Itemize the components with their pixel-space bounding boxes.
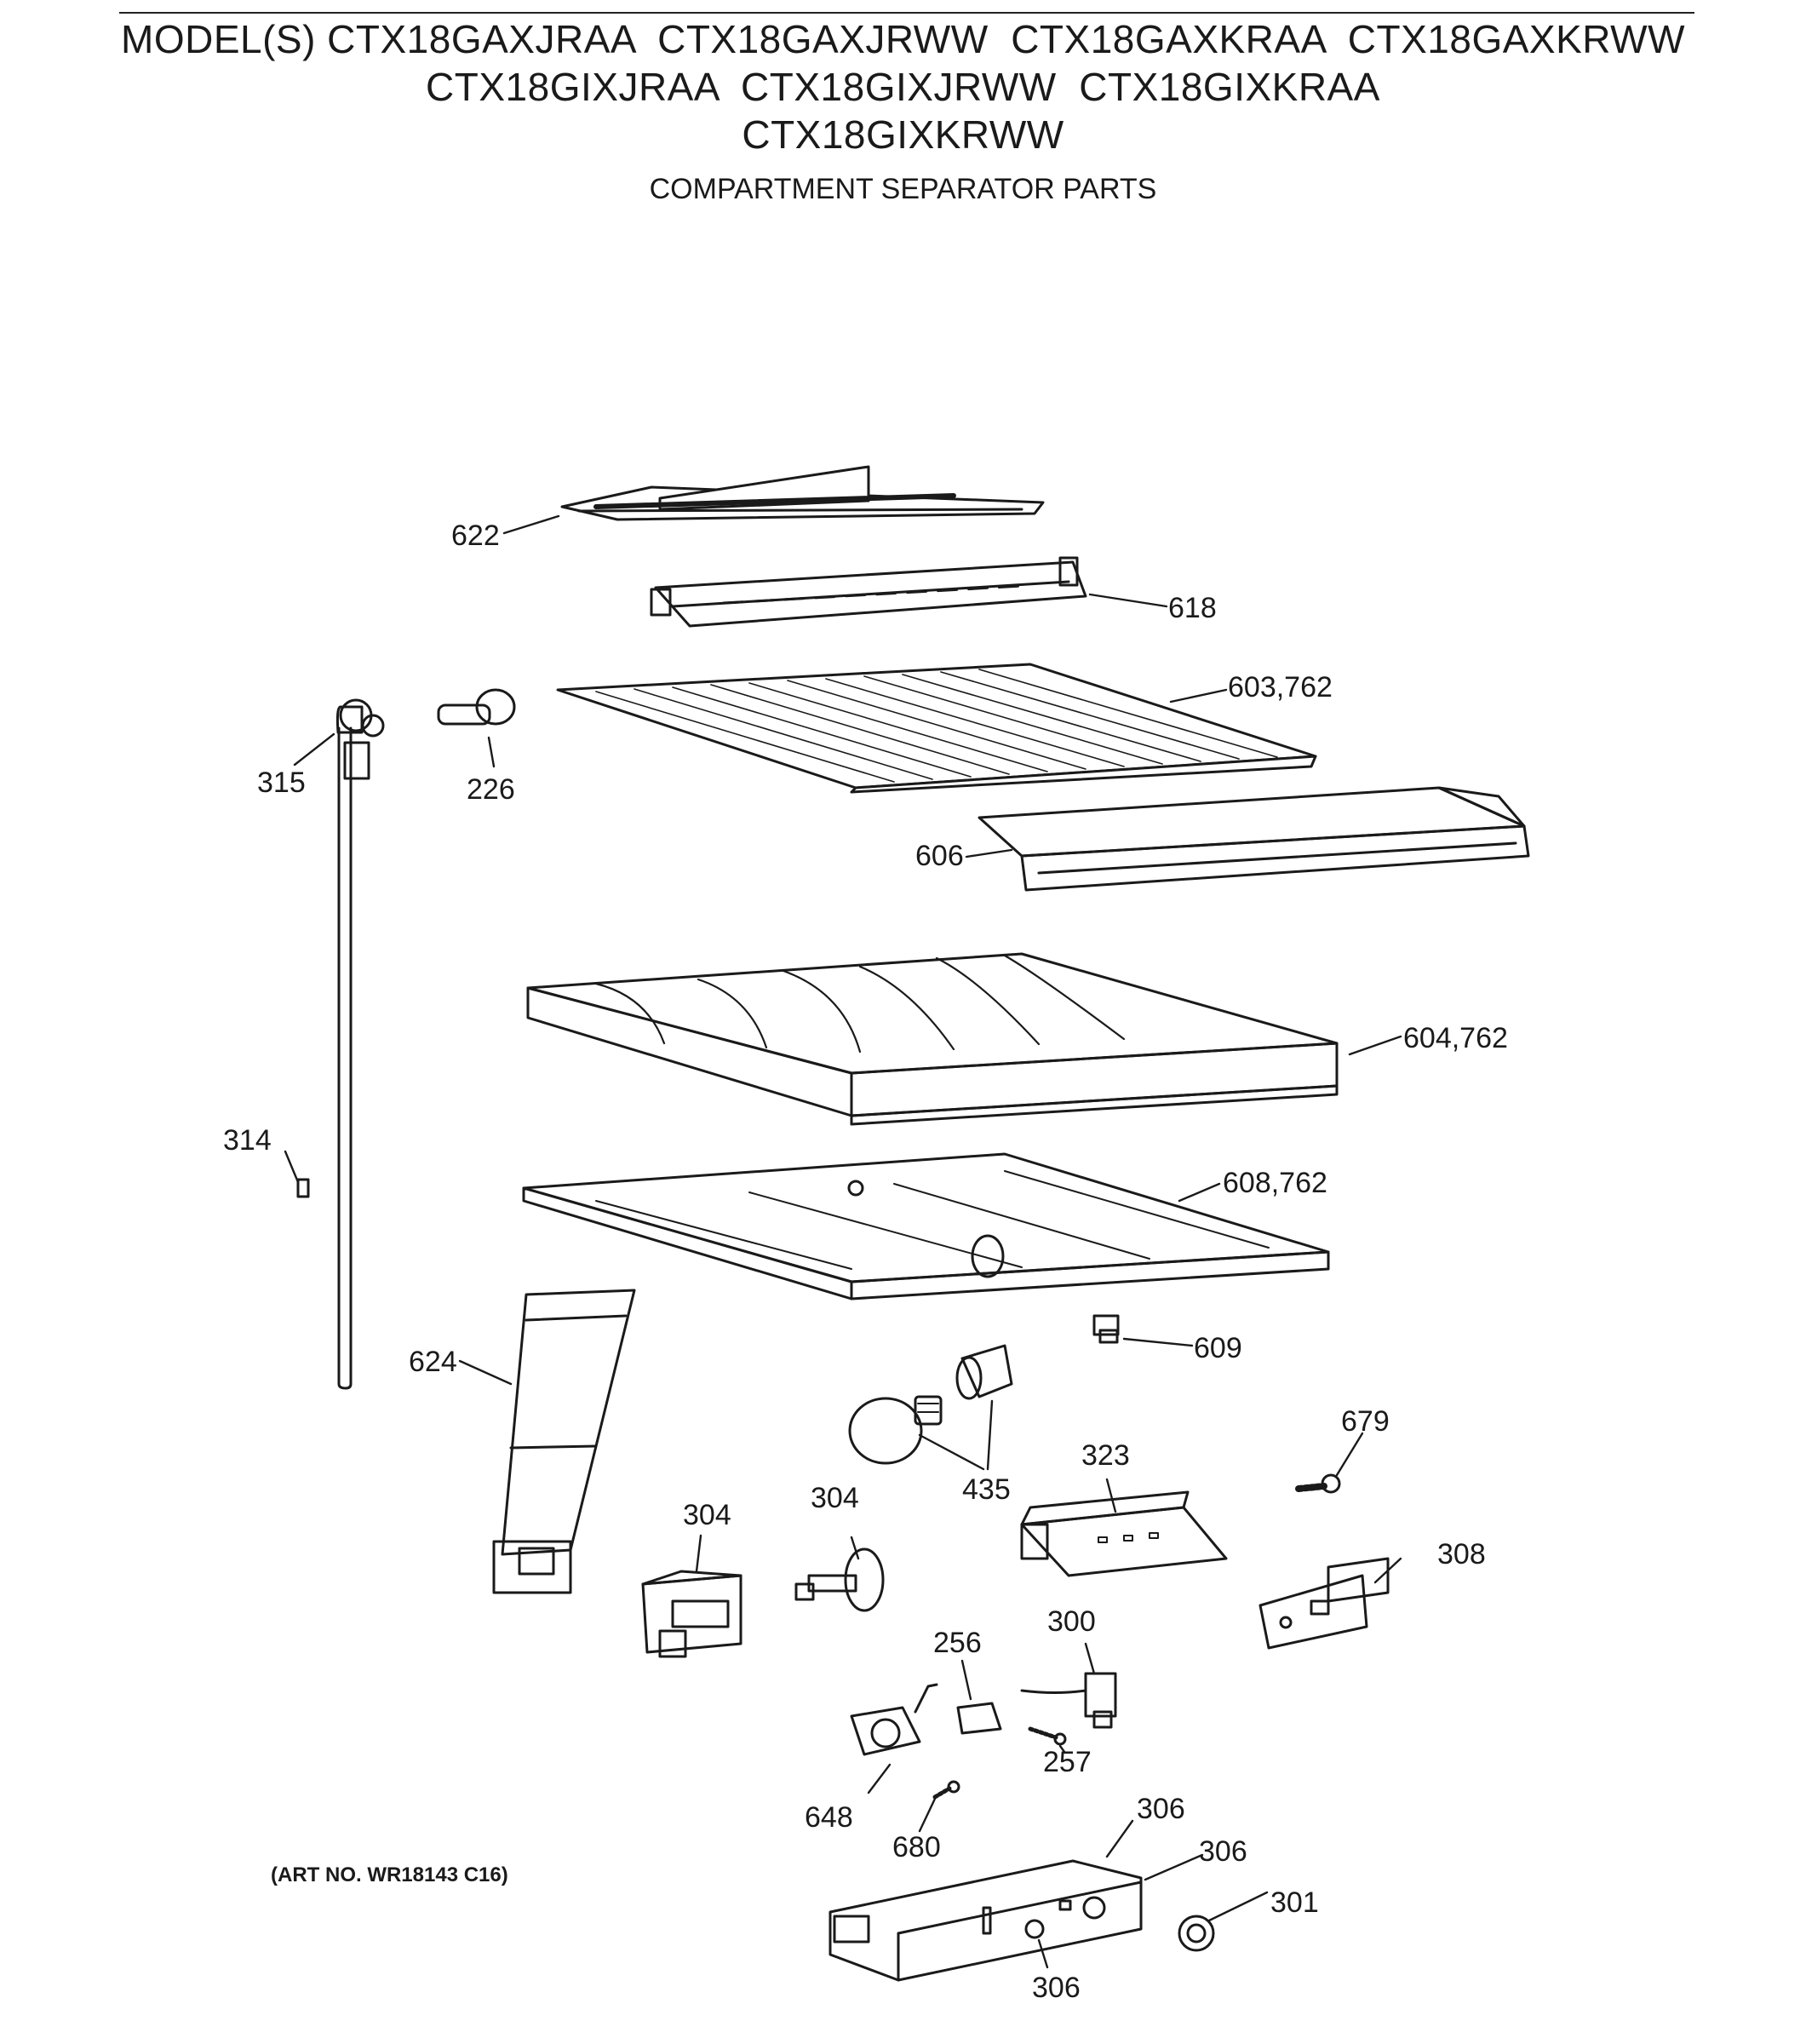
callout-308: 308 <box>1437 1538 1486 1570</box>
callout-304-knob: 304 <box>811 1482 859 1514</box>
callout-315: 315 <box>257 766 306 799</box>
part-609-clip[interactable] <box>1092 1314 1120 1344</box>
part-323-housing[interactable] <box>1020 1490 1228 1577</box>
part-304-control-knob[interactable] <box>794 1547 885 1612</box>
part-604-separator[interactable] <box>526 952 1339 1126</box>
part-315-rod-bracket[interactable] <box>335 698 385 1390</box>
part-622-cover[interactable] <box>560 465 1045 521</box>
part-603-wire-shelf[interactable] <box>556 663 1317 794</box>
callout-609: 609 <box>1194 1332 1242 1364</box>
part-314-clip[interactable] <box>296 1178 310 1198</box>
diagram-subtitle: COMPARTMENT SEPARATOR PARTS <box>649 173 1157 205</box>
part-256-switch[interactable] <box>956 1702 1002 1735</box>
callout-603: 603,762 <box>1228 671 1333 703</box>
part-300-thermostat[interactable] <box>1020 1672 1117 1729</box>
model-line-2: CTX18GIXJRAA CTX18GIXJRWW CTX18GIXKRAA <box>426 65 1380 109</box>
leader-lines <box>284 514 1402 1969</box>
callout-323: 323 <box>1081 1439 1130 1472</box>
part-648-timer[interactable] <box>850 1683 938 1756</box>
title-block: MODEL(S) CTX18GAXJRAA CTX18GAXJRWW CTX18… <box>0 15 1806 206</box>
part-680-screw[interactable] <box>932 1780 960 1800</box>
part-306-control-bracket[interactable] <box>828 1859 1143 1982</box>
part-226-cam[interactable] <box>437 688 516 726</box>
callout-314: 314 <box>223 1124 272 1157</box>
callout-606: 606 <box>915 840 964 872</box>
callout-306-mid: 306 <box>1199 1835 1247 1868</box>
callout-226: 226 <box>467 773 515 806</box>
part-301-knob[interactable] <box>1178 1915 1215 1952</box>
callout-624: 624 <box>409 1346 457 1378</box>
callout-622: 622 <box>451 520 500 552</box>
callout-648: 648 <box>805 1801 853 1834</box>
callout-679: 679 <box>1341 1405 1390 1438</box>
part-608-separator[interactable] <box>522 1152 1330 1300</box>
part-308-bracket[interactable] <box>1258 1557 1390 1650</box>
callout-257: 257 <box>1043 1746 1092 1778</box>
part-618-rail[interactable] <box>650 556 1087 628</box>
callout-306-top: 306 <box>1137 1793 1185 1825</box>
part-606-cover[interactable] <box>978 786 1530 892</box>
callout-304-housing: 304 <box>683 1499 731 1531</box>
callout-604: 604,762 <box>1403 1022 1508 1054</box>
art-number: (ART NO. WR18143 C16) <box>271 1863 508 1886</box>
part-435-light-bulb[interactable] <box>848 1344 1013 1465</box>
callout-618: 618 <box>1168 592 1217 624</box>
callout-256: 256 <box>933 1627 982 1659</box>
callout-435: 435 <box>962 1473 1011 1506</box>
part-679-screw[interactable] <box>1295 1473 1341 1494</box>
top-rule <box>119 12 1694 14</box>
callout-680: 680 <box>892 1831 941 1863</box>
callout-300: 300 <box>1047 1605 1096 1638</box>
part-257-screw[interactable] <box>1028 1726 1067 1746</box>
callout-608: 608,762 <box>1223 1167 1327 1199</box>
callout-301: 301 <box>1270 1886 1319 1919</box>
model-line-1: MODEL(S) CTX18GAXJRAA CTX18GAXJRWW CTX18… <box>121 17 1685 61</box>
part-304-housing[interactable] <box>641 1570 742 1658</box>
callout-306-bottom: 306 <box>1032 1972 1081 2004</box>
part-624-air-duct[interactable] <box>492 1289 636 1594</box>
callout-labels: 622 618 603,762 315 226 606 604,762 314 … <box>223 520 1508 2004</box>
model-line-3: CTX18GIXKRWW <box>742 112 1064 157</box>
